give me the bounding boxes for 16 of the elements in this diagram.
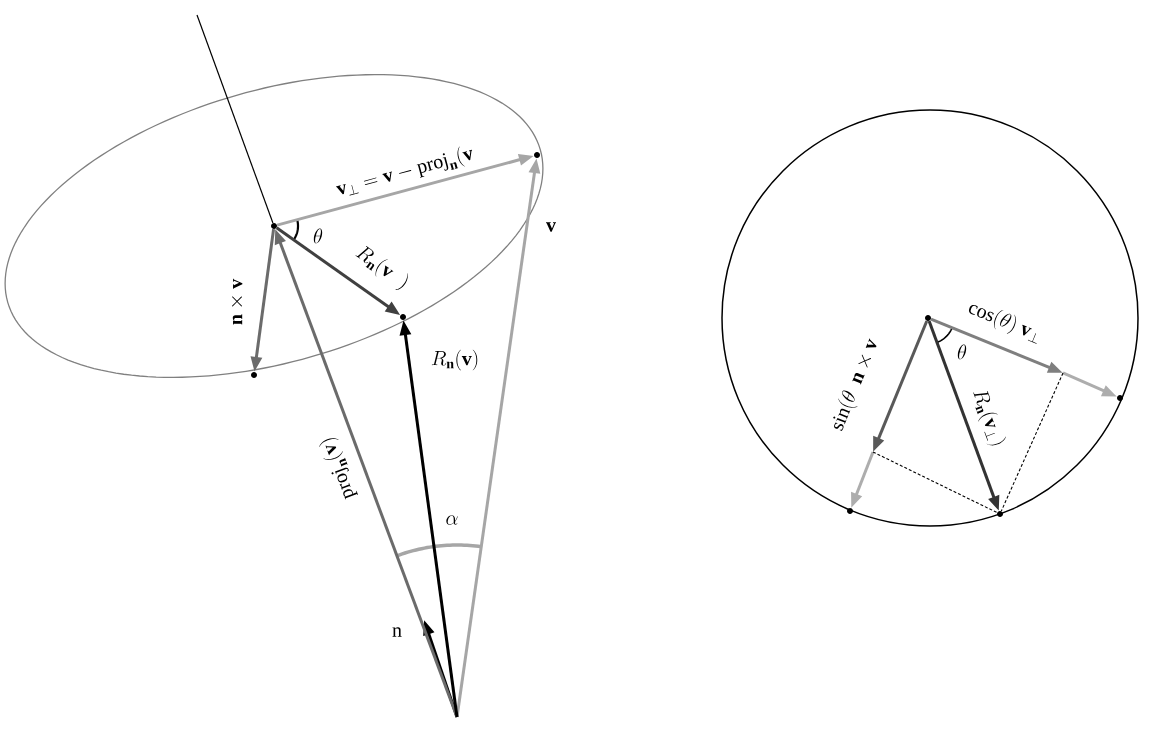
vector-label: $R_{\mathbf{n}}(\mathbf{v}\;\;)$ <box>355 246 408 291</box>
dashed-line <box>1000 372 1064 512</box>
vector-label: $\mathbf{n}\times\mathbf{v}$ <box>232 278 243 325</box>
vector-label: $\mathbf{v}$ <box>546 222 556 232</box>
axis-line <box>196 14 274 224</box>
vector-label: $\mathrm{n}$ <box>392 627 402 637</box>
angle-label: $\theta$ <box>957 344 967 360</box>
vector-label: $\mathrm{proj}_{\mathbf{n}}(\mathbf{v})$ <box>319 438 359 500</box>
vector-label: $\mathbf{v}_{\perp} = \mathbf{v} - \mathrm{proj}_{\mathbf{n}}(\mathbf{v}$ <box>336 146 473 196</box>
vector-label: $R_{\mathbf{n}}(\mathbf{v})$ <box>431 349 478 371</box>
vector-label: $\cos(\theta)\ \mathbf{v}_{\perp}$ <box>968 304 1037 344</box>
vector-label: $\sin(\theta\ \ \mathbf{n}\times\mathbf{v}$ <box>833 338 877 431</box>
vector-label: $R_{\mathbf{n}}(\mathbf{v}_{\perp})$ <box>973 390 1006 446</box>
angle-label: $\theta$ <box>313 228 323 244</box>
angle-label: $\alpha$ <box>446 515 458 525</box>
dashed-line <box>872 451 998 514</box>
